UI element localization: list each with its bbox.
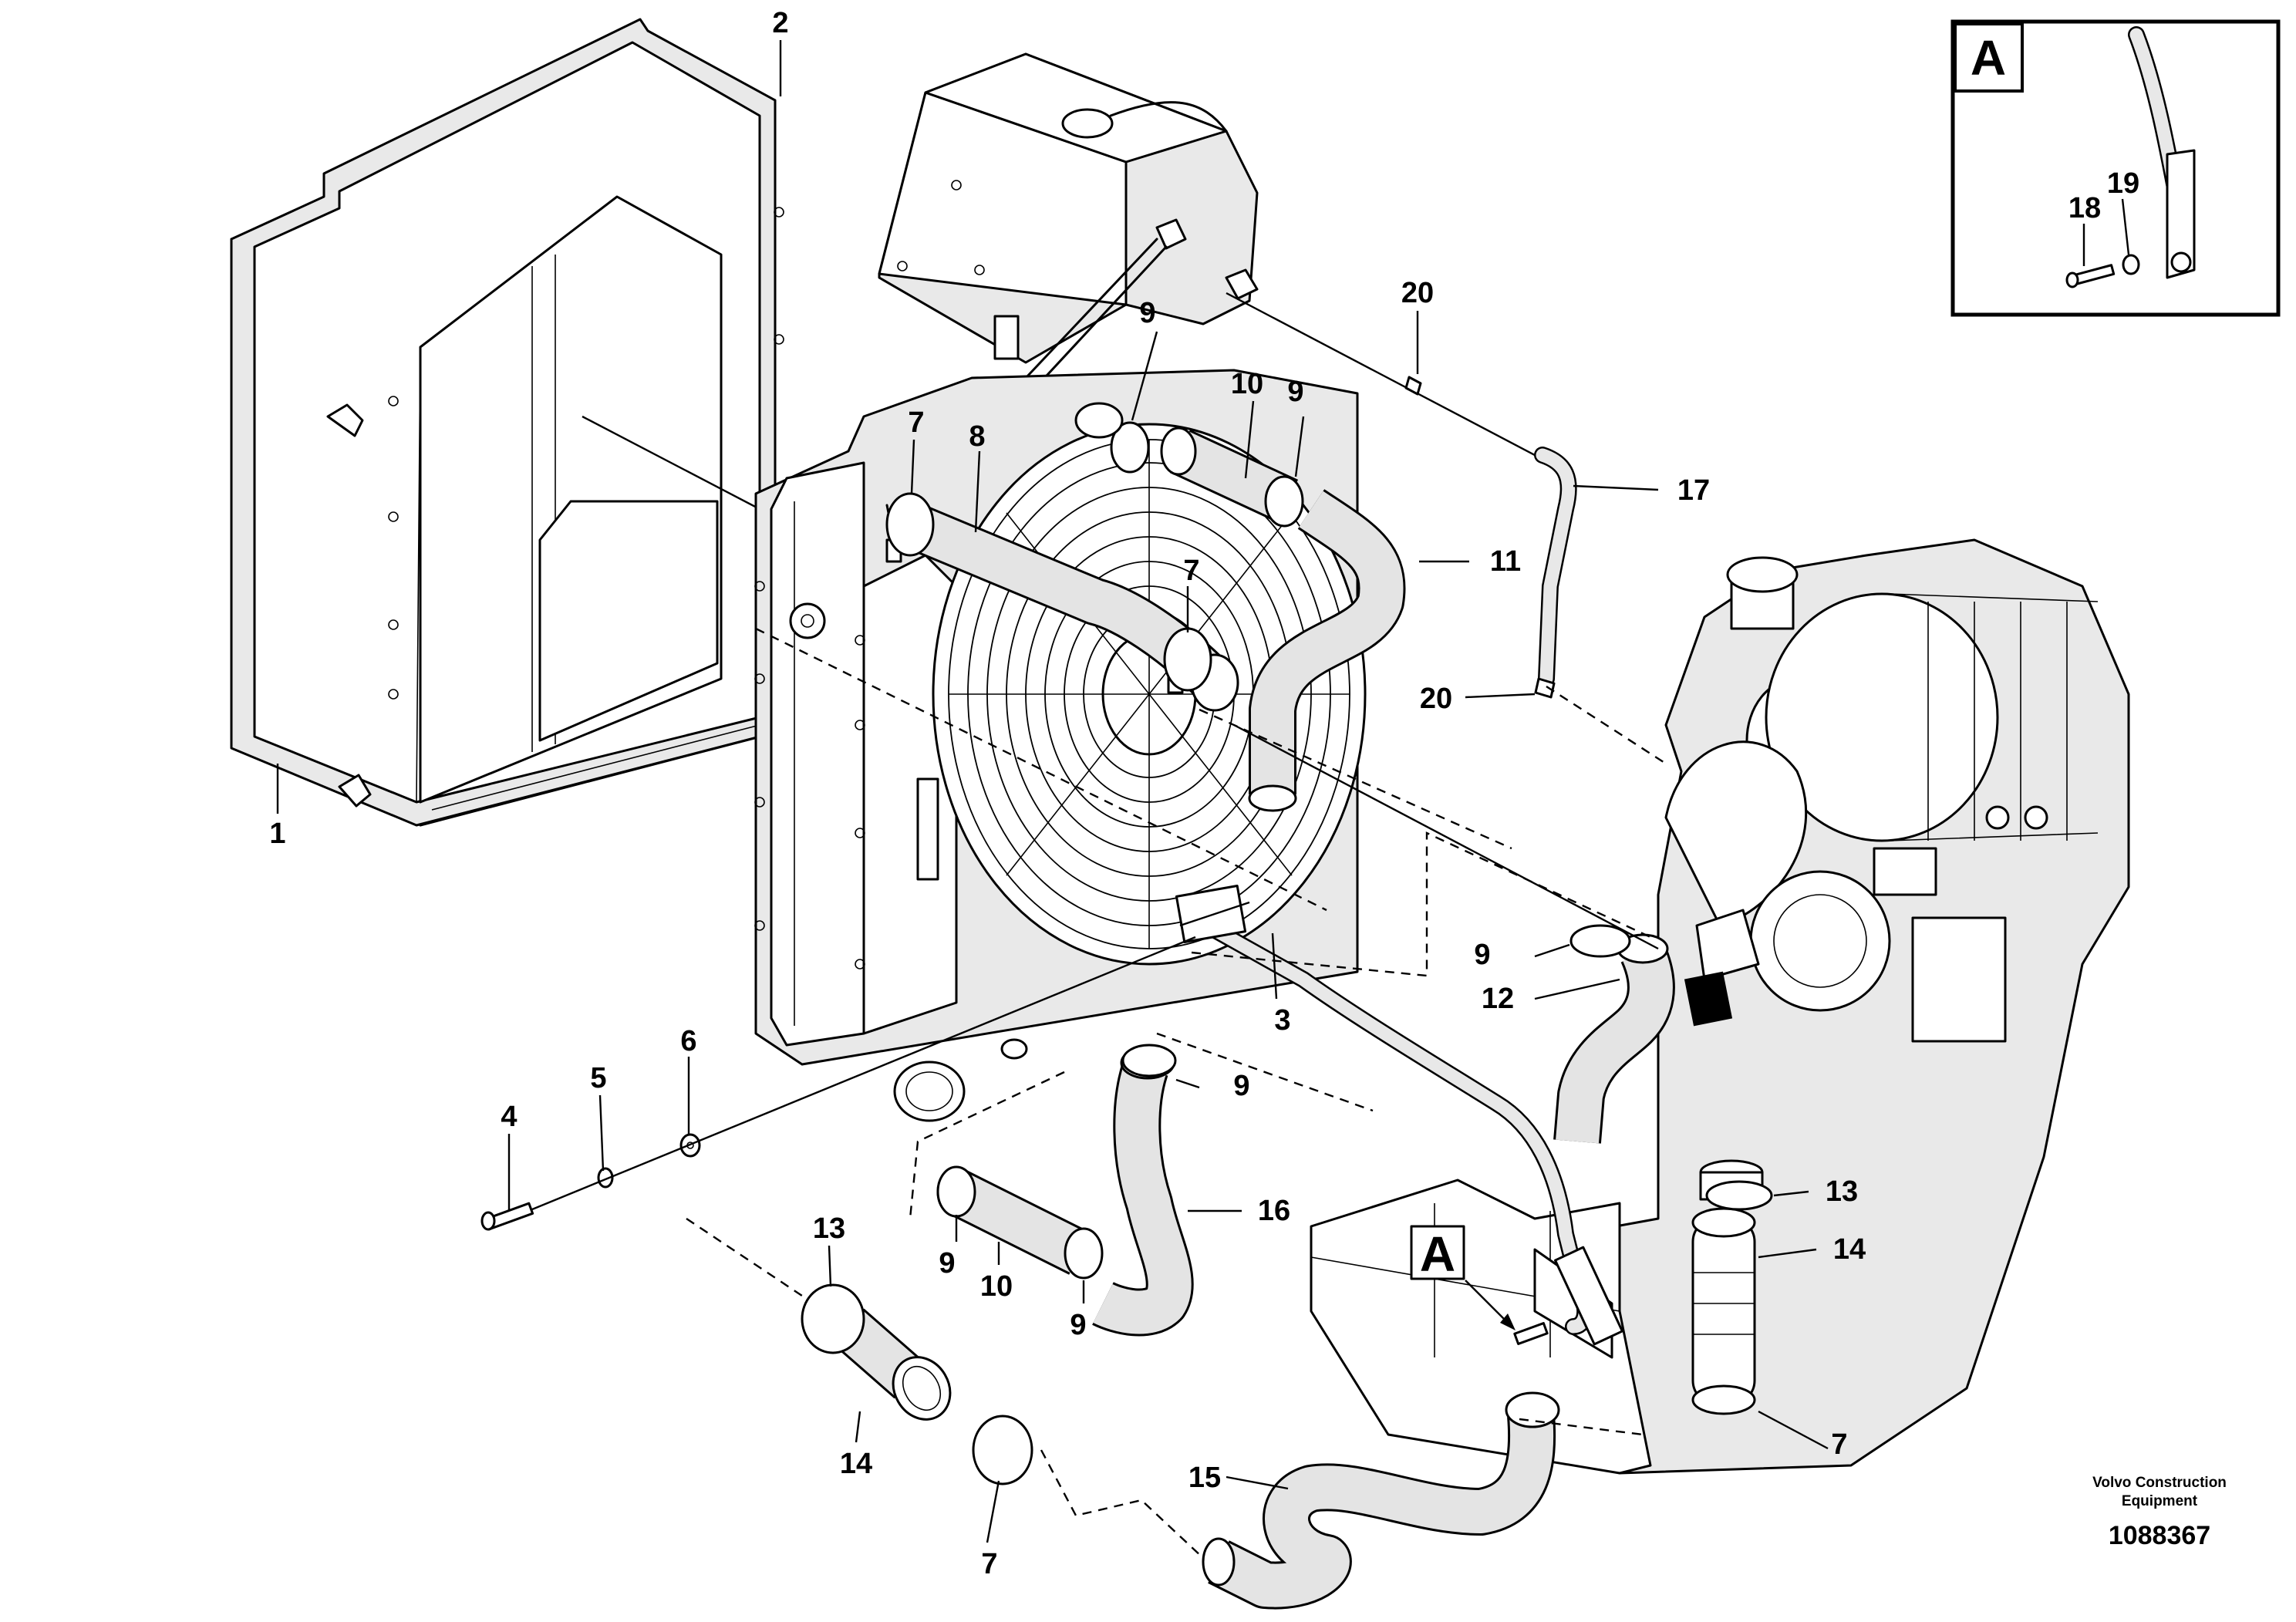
callout-labels: 1 2 3 4 5 6 7 7 7 7 8 9 9 9 9 9 9 10 10 … bbox=[269, 7, 2139, 1580]
callout-16: 16 bbox=[1258, 1195, 1290, 1227]
clamp-9-10 bbox=[936, 1165, 976, 1218]
callout-15: 15 bbox=[1188, 1462, 1221, 1494]
callout-9-hose16: 9 bbox=[1233, 1070, 1249, 1102]
brand-line-1: Volvo Construction bbox=[2092, 1475, 2227, 1491]
callout-13-right: 13 bbox=[1826, 1175, 1858, 1208]
detail-a-marker bbox=[1410, 1225, 1549, 1345]
callout-8: 8 bbox=[969, 420, 985, 453]
clamp-9-10b bbox=[1064, 1227, 1104, 1280]
callout-17: 17 bbox=[1677, 474, 1710, 507]
clamps bbox=[801, 376, 1773, 1485]
document-number: 1088367 bbox=[2109, 1521, 2210, 1550]
callout-6: 6 bbox=[680, 1025, 696, 1057]
fitting-top bbox=[1074, 402, 1124, 439]
clamp-9-16 bbox=[1121, 1044, 1177, 1077]
hose-11 bbox=[1248, 489, 1406, 812]
pipe-3 bbox=[1175, 885, 1623, 1346]
callout-leaders bbox=[276, 40, 2130, 1543]
callout-13-left: 13 bbox=[813, 1212, 845, 1245]
clamp-13-left bbox=[801, 1283, 865, 1354]
tube-17 bbox=[1226, 292, 1577, 687]
callout-19: 19 bbox=[2107, 167, 2139, 200]
brand-line-2: Equipment bbox=[2122, 1493, 2198, 1509]
callout-9-turbo: 9 bbox=[1474, 939, 1490, 971]
callout-7-left: 7 bbox=[981, 1548, 997, 1580]
clamp-7-left bbox=[972, 1415, 1033, 1485]
callout-10-lower: 10 bbox=[980, 1270, 1013, 1303]
callout-2: 2 bbox=[772, 7, 788, 39]
clamp-9-right bbox=[1264, 475, 1304, 528]
callout-7-right: 7 bbox=[1831, 1428, 1847, 1461]
footer: Volvo Construction Equipment 1088367 bbox=[2092, 1475, 2227, 1550]
clamp-9-turbo bbox=[1569, 924, 1631, 958]
callout-1: 1 bbox=[269, 818, 285, 850]
callout-20-bottom: 20 bbox=[1420, 683, 1452, 715]
clamp-13-right bbox=[1705, 1180, 1773, 1211]
hose-15 bbox=[1202, 1391, 1560, 1610]
clamp-7-upper bbox=[885, 492, 935, 557]
callout-11: 11 bbox=[1490, 545, 1521, 578]
callout-5: 5 bbox=[590, 1062, 606, 1094]
clip-20-top bbox=[1404, 376, 1422, 396]
hose-12 bbox=[1553, 933, 1733, 1144]
hose-16 bbox=[1092, 1046, 1194, 1337]
fan-shroud bbox=[230, 18, 784, 827]
callout-20-top: 20 bbox=[1401, 277, 1434, 309]
callout-14-left: 14 bbox=[840, 1448, 872, 1480]
clamp-9-top bbox=[1110, 421, 1150, 474]
callout-10-upper: 10 bbox=[1231, 368, 1263, 400]
callout-4: 4 bbox=[501, 1101, 517, 1133]
clamp-7-right bbox=[1691, 1384, 1756, 1415]
detail-view-a: A bbox=[1950, 19, 2281, 317]
callout-18: 18 bbox=[2068, 192, 2101, 224]
detail-view-letter: A bbox=[1971, 30, 2006, 86]
hose-14-left bbox=[832, 1308, 952, 1421]
callout-7-upper: 7 bbox=[908, 406, 924, 439]
callout-9-hose10-left: 9 bbox=[939, 1247, 955, 1280]
callout-7-mid: 7 bbox=[1183, 555, 1199, 587]
clip-20-bottom bbox=[1534, 677, 1556, 699]
callout-9-hose10-right: 9 bbox=[1070, 1309, 1086, 1341]
expansion-tank bbox=[878, 52, 1259, 387]
reference-lines bbox=[686, 627, 1667, 1559]
callout-14-right: 14 bbox=[1833, 1233, 1866, 1266]
callout-12: 12 bbox=[1482, 983, 1514, 1015]
callout-3: 3 bbox=[1274, 1004, 1290, 1037]
callout-9-top: 9 bbox=[1139, 297, 1155, 329]
detail-view-letter-box bbox=[1954, 22, 2024, 93]
clamp-7-mid bbox=[1163, 627, 1212, 692]
hardware-bolt-washers bbox=[480, 901, 1250, 1231]
detail-a-reference-letter: A bbox=[1420, 1226, 1455, 1282]
callout-9-right: 9 bbox=[1287, 376, 1303, 408]
